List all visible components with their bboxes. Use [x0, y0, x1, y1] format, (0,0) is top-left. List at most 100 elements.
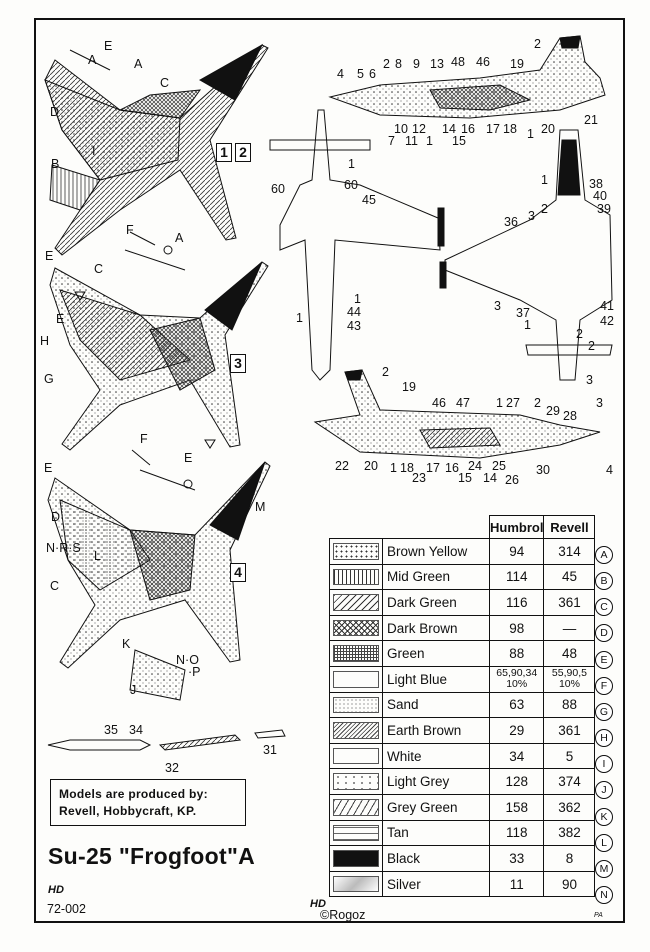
- color-code-badge: K: [595, 807, 613, 826]
- color-name: Green: [382, 640, 490, 667]
- plan1-code-c: C: [160, 76, 170, 90]
- color-code-badge: A: [595, 546, 613, 564]
- scheme-box-2: 2: [235, 143, 251, 162]
- producers-note-line2: Revell, Hobbycraft, KP.: [59, 804, 197, 818]
- publisher-logo-small: HD: [310, 898, 326, 910]
- callout-number: 3: [596, 396, 603, 410]
- callout-number: 14: [442, 122, 456, 136]
- color-swatch: [329, 870, 383, 898]
- callout-number: 15: [458, 471, 472, 485]
- callout-number: 14: [483, 471, 497, 485]
- revell-number: 45: [543, 563, 596, 591]
- plan2-code-e2: E: [56, 312, 65, 326]
- callout-number: 43: [347, 319, 361, 333]
- callout-number: 18: [503, 122, 517, 136]
- color-swatch: [329, 845, 383, 872]
- color-swatch: [329, 614, 383, 642]
- callout-number: 23: [412, 471, 426, 485]
- color-code-badge: F: [595, 676, 613, 695]
- weapons-drawings: [47, 729, 286, 751]
- revell-number: 314: [543, 538, 596, 565]
- color-swatch: [329, 742, 383, 770]
- side-view-lower: [313, 369, 601, 459]
- color-code-badge: N: [595, 885, 613, 904]
- callout-number: 46: [432, 396, 446, 410]
- plan2-code-g: G: [44, 372, 54, 386]
- callout-number: 32: [165, 761, 179, 775]
- page-title: Su-25 "Frogfoot"A: [48, 843, 256, 869]
- color-name: Mid Green: [382, 563, 490, 591]
- color-code-badge: B: [595, 572, 613, 591]
- plan1-code-b: B: [51, 157, 60, 171]
- callout-number: 4: [337, 67, 344, 81]
- plan-view-scheme-1: [44, 43, 269, 271]
- callout-number: 24: [468, 459, 482, 473]
- color-swatch: [329, 538, 383, 565]
- revell-number: 361: [543, 589, 596, 616]
- revell-number: 361: [543, 717, 596, 744]
- plan1-code-f: F: [126, 223, 134, 237]
- callout-number: 2: [382, 365, 389, 379]
- plan1-code-a3: A: [175, 231, 184, 245]
- callout-number: 60: [271, 182, 285, 196]
- callout-number: 36: [504, 215, 518, 229]
- color-swatch: [329, 640, 383, 667]
- producers-note: Models are produced by: Revell, Hobbycra…: [50, 779, 246, 826]
- plan1-code-d: D: [50, 105, 60, 119]
- color-name: Dark Brown: [382, 614, 490, 642]
- revell-number: 88: [543, 691, 596, 719]
- callout-number: 31: [263, 743, 277, 757]
- callout-number: 17: [426, 461, 440, 475]
- sheet-border: [34, 18, 625, 923]
- callout-number: 4: [606, 463, 613, 477]
- color-name: Sand: [382, 691, 490, 719]
- callout-number: 44: [347, 305, 361, 319]
- humbrol-number: 118: [488, 819, 545, 847]
- humbrol-number: 63: [488, 691, 545, 719]
- plan1-code-a: A: [88, 53, 97, 67]
- plan3-code-c: C: [50, 579, 60, 593]
- callout-number: 1: [524, 318, 531, 332]
- plan3-code-m: M: [255, 500, 266, 514]
- scheme-box-3: 3: [230, 354, 246, 373]
- color-code-badge: H: [595, 729, 613, 748]
- callout-number: 3: [528, 209, 535, 223]
- callout-number: 16: [445, 461, 459, 475]
- callout-number: 46: [476, 55, 490, 69]
- callout-number: 20: [364, 459, 378, 473]
- color-name: Light Grey: [382, 768, 490, 795]
- plan-view-scheme-3: [49, 261, 269, 491]
- callout-number: 9: [413, 57, 420, 71]
- callout-number: 1: [527, 127, 534, 141]
- color-code-badge: D: [595, 624, 613, 643]
- callout-number: 2: [534, 37, 541, 51]
- callout-number: 16: [461, 122, 475, 136]
- callout-number: 15: [452, 134, 466, 148]
- callout-number: 42: [600, 314, 614, 328]
- header-humbrol: Humbrol: [488, 515, 545, 539]
- callout-number: 25: [492, 459, 506, 473]
- callout-number: 1: [390, 461, 397, 475]
- plan-view-scheme-4: [47, 461, 271, 701]
- callout-number: 13: [430, 57, 444, 71]
- humbrol-number: 128: [488, 768, 545, 795]
- callout-number: 2: [534, 396, 541, 410]
- color-code-badge: C: [595, 598, 613, 617]
- callout-number: 21: [584, 113, 598, 127]
- callout-number: 27: [506, 396, 520, 410]
- callout-number: 5: [357, 67, 364, 81]
- callout-number: 28: [563, 409, 577, 423]
- plan3-code-j: J: [130, 683, 137, 697]
- color-swatch: [329, 793, 383, 821]
- color-swatch: [329, 589, 383, 616]
- callout-number: 2: [541, 202, 548, 216]
